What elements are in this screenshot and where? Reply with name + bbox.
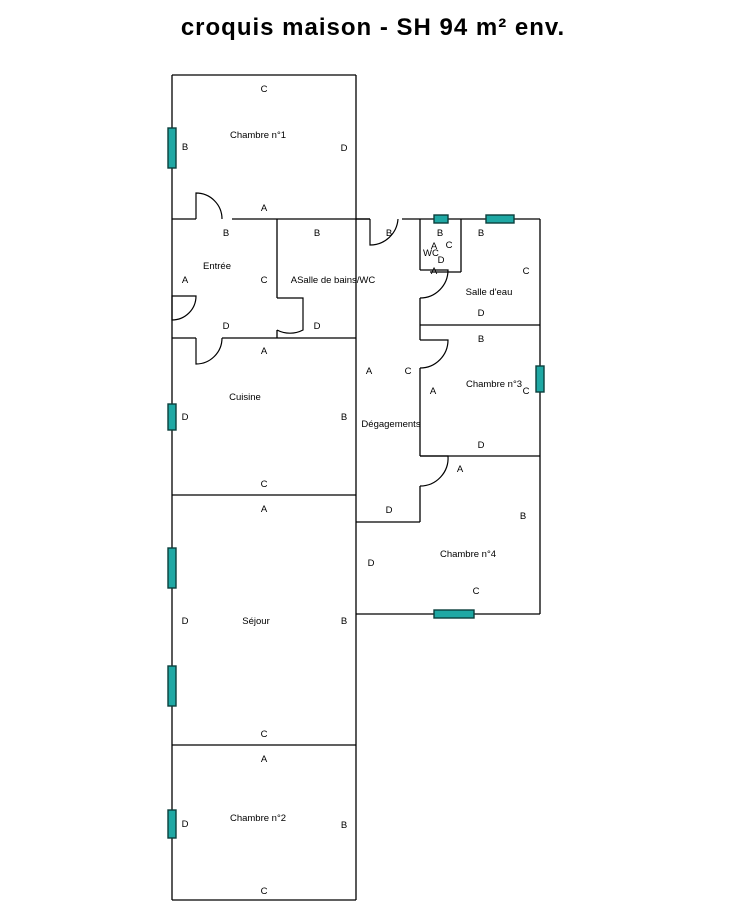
room-name-entree: Entrée bbox=[203, 261, 231, 272]
letter-degagements-b: B bbox=[386, 228, 392, 239]
room-name-chambre3: Chambre n°3 bbox=[466, 379, 522, 390]
letter-salle-eau-d: D bbox=[478, 308, 485, 319]
room-name-chambre4: Chambre n°4 bbox=[440, 549, 496, 560]
letter-wc-a: A bbox=[431, 241, 438, 252]
door-entree-front bbox=[171, 295, 197, 321]
door-entree-cuisine bbox=[195, 337, 223, 365]
letter-sejour-d: D bbox=[182, 616, 189, 627]
room-name-chambre2: Chambre n°2 bbox=[230, 813, 286, 824]
letter-wc-d: D bbox=[438, 255, 445, 266]
window-cuisine bbox=[167, 403, 177, 431]
window-salle-eau bbox=[485, 214, 515, 224]
door-chambre1 bbox=[195, 192, 223, 220]
room-name-salle-eau: Salle d'eau bbox=[466, 287, 513, 298]
letter-chambre3-d: D bbox=[478, 440, 485, 451]
letter-chambre2-b: B bbox=[341, 820, 347, 831]
letter-wc-c: C bbox=[446, 240, 453, 251]
letter-degagements-c: C bbox=[405, 366, 412, 377]
letter-sdb-d: D bbox=[314, 321, 321, 332]
room-names: Chambre n°1 Entrée ASalle de bains/WC WC… bbox=[203, 130, 522, 824]
room-name-sdb: ASalle de bains/WC bbox=[291, 275, 376, 286]
letter-sejour-b: B bbox=[341, 616, 347, 627]
door-chambre4 bbox=[419, 455, 449, 487]
letter-chambre2-a: A bbox=[261, 754, 268, 765]
window-wc bbox=[433, 214, 449, 224]
room-name-chambre1: Chambre n°1 bbox=[230, 130, 286, 141]
window-chambre4 bbox=[433, 609, 475, 619]
room-name-wc: WC bbox=[423, 248, 439, 259]
room-name-sejour: Séjour bbox=[242, 616, 269, 627]
letter-entree-b: B bbox=[223, 228, 229, 239]
wall-letters: C B D A B A C D B D B B A C D A B C D B … bbox=[182, 84, 530, 897]
letter-chambre2-c: C bbox=[261, 886, 268, 897]
letter-chambre1-d: D bbox=[341, 143, 348, 154]
letter-entree-c: C bbox=[261, 275, 268, 286]
window-sejour-2 bbox=[167, 665, 177, 707]
letter-entree-d: D bbox=[223, 321, 230, 332]
letter-degagements-a: A bbox=[366, 366, 373, 377]
room-name-degagements: Dégagements bbox=[361, 419, 420, 430]
windows bbox=[167, 127, 545, 839]
letter-chambre3-b: B bbox=[478, 334, 484, 345]
letter-salle-eau-c: C bbox=[523, 266, 530, 277]
letter-cuisine-a: A bbox=[261, 346, 268, 357]
letter-chambre4-d: D bbox=[368, 558, 375, 569]
letter-chambre1-b: B bbox=[182, 142, 188, 153]
letter-chambre4-c: C bbox=[473, 586, 480, 597]
letter-salle-eau-b: B bbox=[478, 228, 484, 239]
letter-chambre4-b: B bbox=[520, 511, 526, 522]
diagram-title: croquis maison - SH 94 m² env. bbox=[180, 14, 566, 41]
room-name-cuisine: Cuisine bbox=[229, 392, 261, 403]
door-sdb bbox=[276, 297, 304, 334]
letter-sejour-a: A bbox=[261, 504, 268, 515]
letter-wc-a2: A bbox=[431, 266, 438, 277]
letter-chambre3-c: C bbox=[523, 386, 530, 397]
doors bbox=[171, 192, 449, 487]
walls bbox=[171, 74, 541, 901]
letter-cuisine-b: B bbox=[341, 412, 347, 423]
window-chambre3 bbox=[535, 365, 545, 393]
window-chambre1 bbox=[167, 127, 177, 169]
letter-entree-a: A bbox=[182, 275, 189, 286]
door-chambre3 bbox=[419, 339, 449, 369]
letter-chambre4-a: A bbox=[457, 464, 464, 475]
letter-cuisine-d: D bbox=[182, 412, 189, 423]
letter-cuisine-c: C bbox=[261, 479, 268, 490]
window-sejour-1 bbox=[167, 547, 177, 589]
letter-chambre1-a: A bbox=[261, 203, 268, 214]
letter-sejour-c: C bbox=[261, 729, 268, 740]
letter-chambre1-c: C bbox=[261, 84, 268, 95]
letter-degagements-d: D bbox=[386, 505, 393, 516]
door-degagements-top bbox=[369, 218, 399, 246]
letter-wc-b: B bbox=[437, 228, 443, 239]
letter-chambre3-a: A bbox=[430, 386, 437, 397]
window-chambre2 bbox=[167, 809, 177, 839]
letter-chambre2-d: D bbox=[182, 819, 189, 830]
door-wc bbox=[419, 269, 449, 299]
letter-sdb-b: B bbox=[314, 228, 320, 239]
